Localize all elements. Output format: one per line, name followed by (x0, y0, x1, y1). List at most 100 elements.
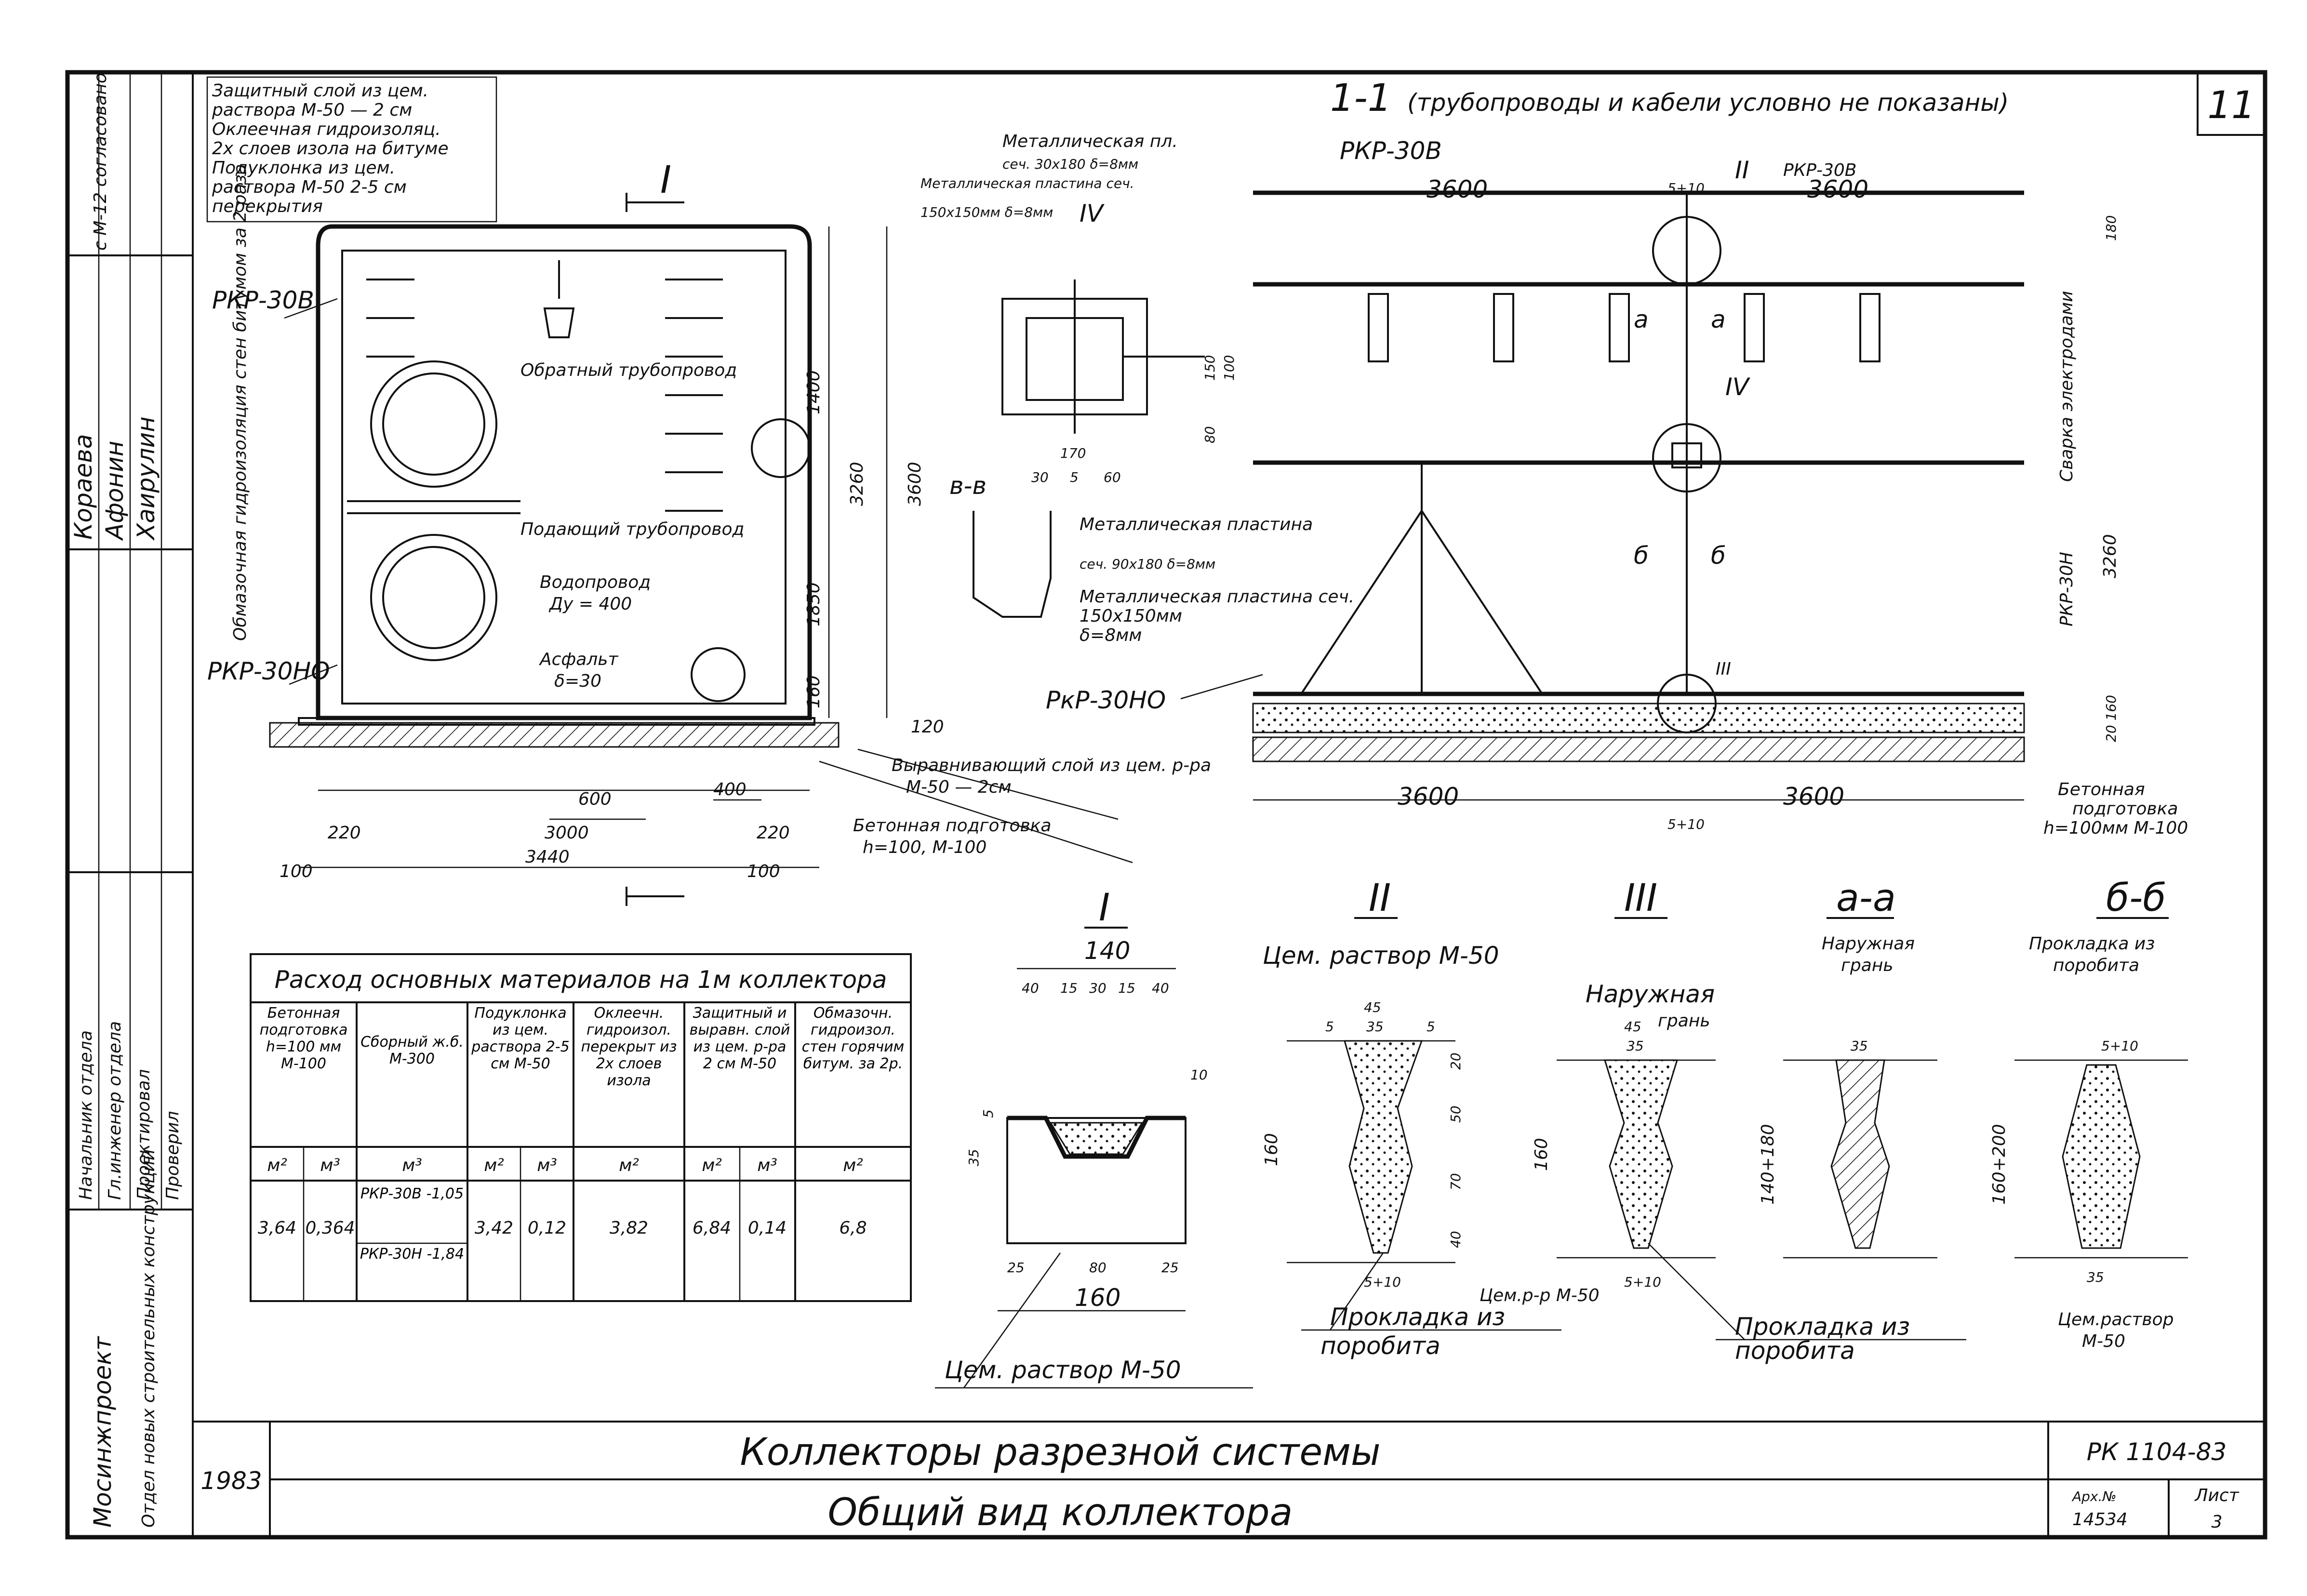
layers-note-box (206, 76, 497, 223)
dim-5: 5 (1070, 469, 1079, 485)
dim-600: 600 (578, 789, 612, 809)
sheet-frame (65, 70, 2267, 1540)
value-3: РКР-30В -1,05 (360, 1185, 464, 1202)
detail-bb: б-б Прокладка из поробита 5+10 160+200 3… (1989, 877, 2188, 1351)
dim-160: 160 (1262, 1133, 1281, 1166)
table-header-5: Защитный и выравн. слой из цем. р-ра 2 с… (689, 1005, 790, 1072)
dim-range: 140+180 (1758, 1124, 1778, 1205)
section-11-title: 1-1 (1330, 77, 1391, 120)
detail-iv-label: IV (1080, 200, 1105, 227)
value-2: 0,364 (305, 1218, 355, 1238)
dim-40: 40 (1448, 1231, 1464, 1248)
water-pipe (691, 647, 746, 702)
dim-170: 170 (1060, 445, 1086, 461)
outer-face-label2: грань (1658, 1011, 1710, 1031)
rkp-bottom-label: РКР-30НО (207, 657, 330, 685)
gasket-label2: поробита (1320, 1332, 1440, 1360)
gasket-label2: поробита (1735, 1337, 1855, 1365)
unit-4: м² (484, 1156, 504, 1175)
mark-b-left: б (1634, 542, 1649, 570)
dim-10: 10 (1190, 1067, 1208, 1083)
plate2-size: 150х150мм δ=8мм (920, 204, 1053, 220)
detail-i: I 140 40 15 30 15 40 10 35 5 25 80 25 16… (935, 886, 1253, 1389)
concrete-label2: подготовка (2072, 799, 2178, 819)
unit-9: м² (843, 1156, 863, 1175)
table-header-6: Обмазочн. гидроизол. стен горячим битум.… (801, 1005, 905, 1072)
dim-3600-bot-left: 3600 (1398, 783, 1459, 811)
unit-1: м² (267, 1156, 287, 1175)
waterproof-note: Обмазочная гидроизоляция стен битумом за… (230, 164, 250, 641)
dim-25-left: 25 (1007, 1260, 1025, 1276)
dim-160: 160 (1075, 1284, 1120, 1312)
rkp-top-label: РКР-30В (212, 286, 314, 314)
materials-table: Расход основных материалов на 1м коллект… (250, 953, 912, 1302)
dim-40-left: 40 (1022, 980, 1039, 996)
mortar-label: Цем.р-р М-50 (1480, 1286, 1600, 1305)
dim-45: 45 (1364, 999, 1381, 1015)
role-designed: Проектировал (134, 1069, 154, 1200)
left-title-strip: с М-12 согласовано Кораева Афонин Хаирул… (67, 72, 194, 1537)
supply-pipe-label: Подающий трубопровод (520, 519, 744, 539)
dim-100: 100 (1221, 355, 1237, 381)
dim-5-right: 5 (1427, 1019, 1435, 1035)
rkp-top-label: РКР-30В (1340, 137, 1442, 165)
layer-6: раствора М-50 2-5 см (212, 177, 407, 197)
dim-5-10: 5+10 (1624, 1274, 1661, 1290)
value-8: 6,84 (693, 1218, 731, 1238)
return-pipe-label: Обратный трубопровод (520, 360, 737, 380)
dim-20: 20 (1448, 1052, 1464, 1070)
title-block: 1983 Коллекторы разрезной системы Общий … (193, 1421, 2265, 1537)
dim-3260: 3260 (847, 462, 867, 506)
joint-iii-shape (1603, 1059, 1679, 1249)
layer-3: Оклеечная гидроизоляц. (212, 120, 441, 139)
concrete-label3: h=100мм М-100 (2043, 818, 2188, 838)
dim-3600: 3600 (905, 462, 925, 506)
layer-2: раствора М-50 — 2 см (212, 100, 412, 120)
section-11-base (1252, 703, 2025, 733)
leveling-label: Выравнивающий слой из цем. р-ра (892, 756, 1211, 775)
mortar-label2: М-50 (2082, 1331, 2125, 1351)
plate4-thk: δ=8мм (1080, 625, 1142, 645)
list-number: 3 (2212, 1512, 2223, 1532)
unit-2: м³ (320, 1156, 340, 1175)
dim-80: 80 (1202, 426, 1218, 443)
layer-4: 2х слоев изола на битуме (212, 139, 449, 159)
dim-5-10: 5+10 (1364, 1274, 1401, 1290)
rkp-side-label: РКР-30Н (2057, 552, 2077, 626)
dim-3000: 3000 (545, 823, 589, 843)
main-cross-section: Защитный слой из цем. раствора М-50 — 2 … (206, 76, 1211, 906)
dim-30: 30 (1089, 980, 1107, 996)
dim-3260-right: 3260 (2100, 534, 2120, 578)
dim-1850: 1850 (804, 582, 824, 626)
dim-140: 140 (1084, 937, 1130, 965)
value-7: 3,82 (610, 1218, 648, 1238)
unit-7: м² (702, 1156, 722, 1175)
plate4-label: Металлическая пластина сеч. (1080, 587, 1354, 607)
unit-8: м³ (757, 1156, 777, 1175)
cut-bb-label: в-в (949, 472, 987, 500)
dim-180-right: 180 (2103, 215, 2119, 241)
collector-box (316, 224, 812, 720)
detail-i-label: I (1099, 886, 1110, 930)
section-1-1: 1-1 (трубопроводы и кабели условно не по… (1252, 77, 2188, 838)
dim-100-right: 100 (747, 862, 780, 881)
value-1: 3,64 (258, 1218, 296, 1238)
dim-15-left: 15 (1060, 980, 1078, 996)
dim-35: 35 (1627, 1038, 1644, 1054)
asphalt-thk: δ=30 (554, 671, 601, 691)
arch-number: 14534 (2072, 1510, 2128, 1530)
detail-aa: а-а Наружная грань 35 140+180 Прокладка … (1648, 877, 1966, 1365)
rkp-30no-label: РкР-30НО (1046, 686, 1166, 714)
role-chief-eng: Гл.инженер отдела (105, 1021, 125, 1200)
detail-iv: IV Металлическая пл. сеч. 30х180 δ=8мм М… (920, 132, 1354, 714)
joint-bb-shape (2062, 1064, 2141, 1249)
gasket-label: Прокладка из (2029, 934, 2155, 954)
dim-100-left: 100 (280, 862, 313, 881)
dim-5-left: 5 (1325, 1019, 1334, 1035)
title-line1: Коллекторы разрезной системы (740, 1431, 1380, 1474)
concrete-prep-label: Бетонная подготовка (853, 816, 1052, 836)
plate4-size: 150х150мм (1080, 606, 1182, 626)
layer-7: перекрытия (212, 197, 323, 216)
layer-1: Защитный слой из цем. (212, 81, 428, 101)
sheet-number-box (2197, 71, 2266, 136)
